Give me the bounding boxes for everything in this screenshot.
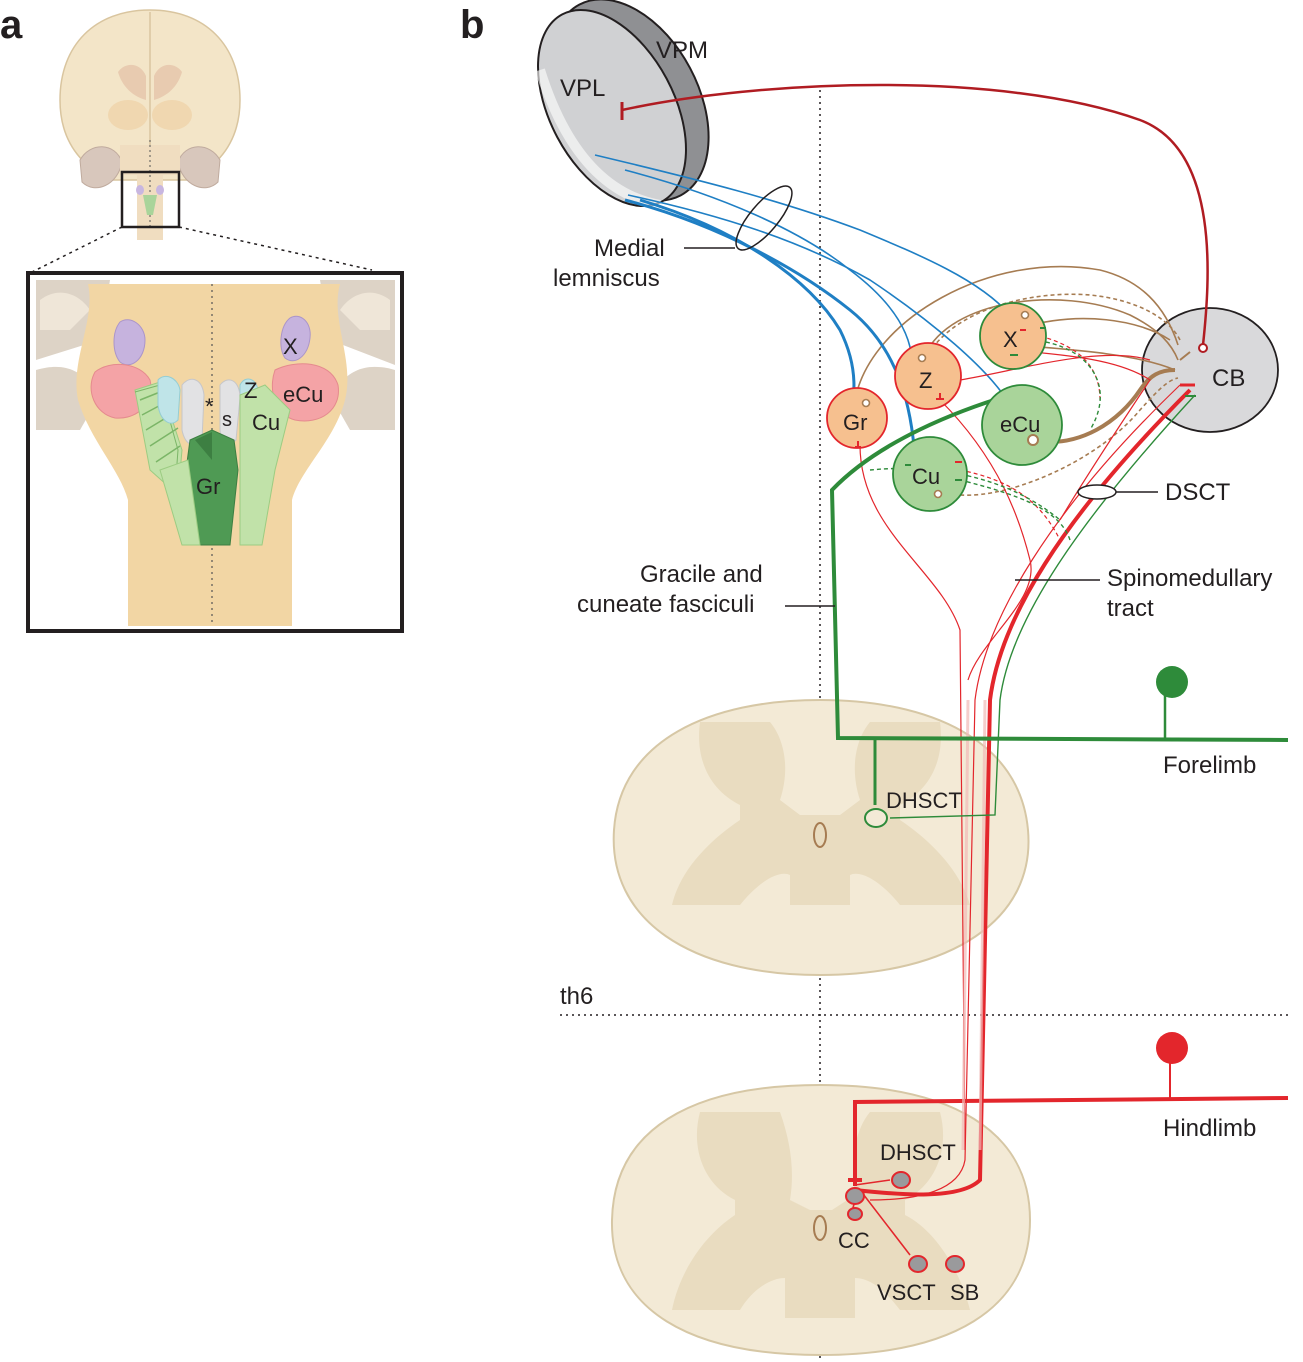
dhsct-upper-cell	[864, 808, 888, 828]
vsct-cell	[908, 1255, 928, 1273]
label-cu: Cu	[912, 464, 940, 489]
inset-label-x: X	[283, 334, 298, 359]
cc-cell-1	[845, 1187, 865, 1205]
label-vpm: VPM	[656, 37, 708, 64]
hindlimb-ganglion	[1156, 1032, 1188, 1064]
nucleus-z	[894, 342, 962, 410]
sb-cell	[945, 1255, 965, 1273]
label-gracile-1: Gracile and	[640, 561, 763, 588]
label-th6: th6	[560, 983, 593, 1010]
label-cb: CB	[1212, 365, 1245, 392]
label-vsct: VSCT	[877, 1280, 936, 1305]
brain-coronal-view	[31, 9, 373, 273]
label-x: X	[1003, 327, 1018, 352]
dsct-marker	[1077, 484, 1117, 500]
label-spinomedullary-1: Spinomedullary	[1107, 565, 1272, 592]
label-gr: Gr	[843, 410, 867, 435]
lemniscus-marker	[735, 185, 793, 251]
nucleus-x	[979, 302, 1047, 370]
dhsct-cell	[891, 1171, 911, 1189]
panel-b-label: b	[460, 3, 484, 47]
label-medial-lemniscus-2: lemniscus	[553, 265, 660, 292]
forelimb-ganglion	[1156, 666, 1188, 698]
label-gracile-2: cuneate fasciculi	[577, 591, 754, 618]
medial-lemniscus-fibers	[594, 154, 1011, 461]
inset-label-z: Z	[244, 378, 257, 403]
inset-label-asterisk: *	[205, 394, 214, 419]
label-medial-lemniscus-1: Medial	[594, 235, 665, 262]
thalamus	[535, 0, 710, 210]
label-dhsct-upper: DHSCT	[886, 788, 962, 813]
label-z: Z	[919, 368, 932, 393]
zoom-box	[120, 170, 181, 229]
label-dhsct-lower: DHSCT	[880, 1140, 956, 1165]
nucleus-ecu	[981, 384, 1063, 466]
label-sb: SB	[950, 1280, 979, 1305]
cc-cell-2	[847, 1207, 863, 1221]
label-cc: CC	[838, 1228, 870, 1253]
label-spinomedullary-2: tract	[1107, 595, 1154, 622]
label-dsct: DSCT	[1165, 479, 1231, 506]
cb-to-vpl-pathway	[621, 83, 1209, 346]
inset-label-ecu: eCu	[283, 382, 323, 407]
spinal-cord-upper	[612, 698, 1030, 977]
inset-label-gr: Gr	[196, 474, 220, 499]
label-hindlimb: Hindlimb	[1163, 1115, 1256, 1142]
label-vpl: VPL	[560, 75, 605, 102]
nucleus-cu	[892, 436, 968, 512]
inset-label-cu: Cu	[252, 410, 280, 435]
spinal-cord-lower	[610, 1083, 1032, 1357]
inset-label-s: s	[222, 409, 232, 431]
label-forelimb: Forelimb	[1163, 752, 1256, 779]
label-ecu: eCu	[1000, 412, 1040, 437]
panel-a-label: a	[0, 3, 23, 47]
brainstem-inset	[26, 271, 404, 633]
